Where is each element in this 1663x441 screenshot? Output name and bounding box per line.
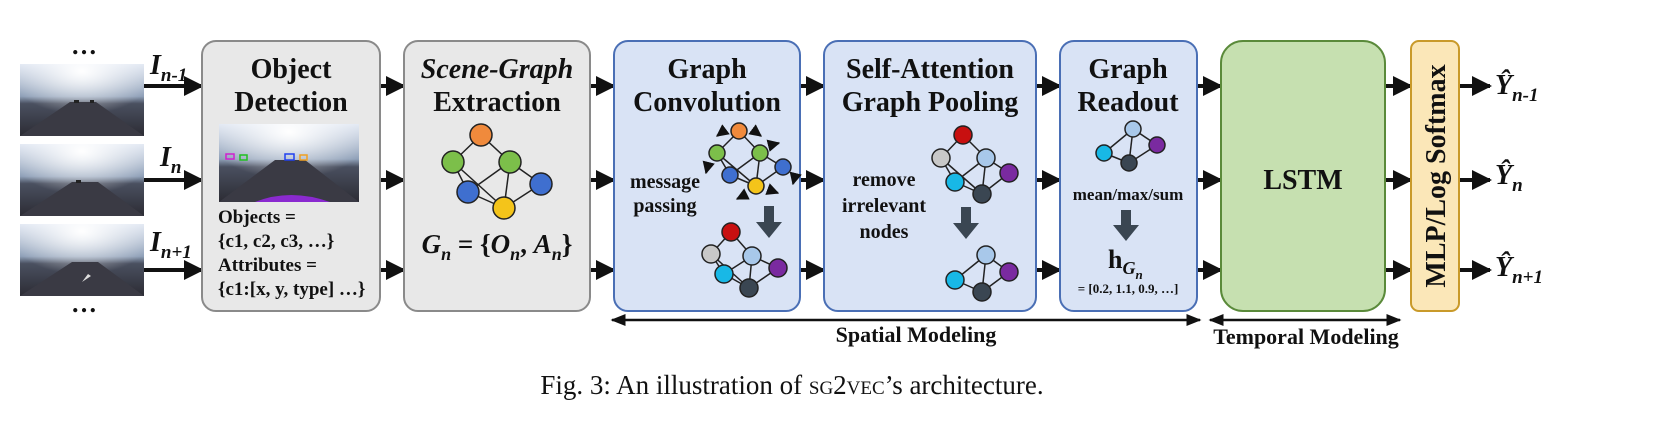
temporal-modeling-label: Temporal Modeling (1213, 324, 1399, 349)
frame-image-n (20, 144, 144, 216)
graph-readout-title-1: Graph (1088, 54, 1168, 85)
graph-readout-stage: Graph Readout mean/max/sum hGn = [0.2, 1… (1059, 40, 1198, 312)
down-arrow-icon (756, 206, 782, 238)
down-arrow-icon (1113, 210, 1139, 241)
sa-output-graph-icon (945, 245, 1019, 302)
input-label-n: In (159, 142, 181, 178)
objects-label-2: {c1, c2, c3, …} (218, 231, 334, 252)
readout-input-graph-icon (1095, 120, 1166, 172)
remove-nodes-label-1: remove (853, 169, 916, 191)
message-passing-graph-icon (708, 122, 792, 195)
attributes-label-2: {c1:[x, y, type] …} (218, 279, 365, 300)
objects-label-1: Objects = (218, 207, 296, 228)
graph-convolution-title-2: Convolution (633, 87, 781, 118)
temporal-modeling-bracket: Temporal Modeling (1208, 314, 1402, 349)
readout-ops-label: mean/max/sum (1073, 185, 1184, 204)
self-attention-box (823, 40, 1037, 312)
attributes-label-1: Attributes = (218, 255, 317, 276)
input-frames: … … In-1 In In+1 (20, 31, 192, 318)
scene-graph-icon (441, 123, 553, 220)
flow-arrows (144, 76, 1492, 280)
scene-graph-box (403, 40, 591, 312)
message-passing-label-1: message (630, 171, 700, 193)
lstm-stage: LSTM (1220, 40, 1386, 312)
scene-graph-formula: Gn = {On, An} (422, 229, 573, 264)
output-label-n-plus-1: Ŷn+1 (1495, 252, 1543, 288)
spatial-modeling-label: Spatial Modeling (836, 322, 997, 347)
spatial-modeling-bracket: Spatial Modeling (610, 314, 1202, 347)
message-arrows-icon (702, 124, 802, 201)
input-label-n-1: In-1 (149, 50, 187, 86)
sa-input-graph-icon (931, 125, 1019, 204)
graph-readout-title-2: Readout (1077, 87, 1179, 118)
gc-output-graph-icon (701, 222, 788, 298)
self-attention-title-2: Graph Pooling (842, 87, 1019, 118)
down-arrow-icon (953, 207, 979, 239)
output-label-n-1: Ŷn-1 (1495, 70, 1539, 106)
outputs: Ŷn-1 Ŷn Ŷn+1 (1495, 70, 1543, 288)
object-detection-stage: Object Detection Objects = {c1, c2, c3, … (201, 40, 381, 312)
remove-nodes-label-3: nodes (860, 221, 909, 243)
mlp-stage: MLP/Log Softmax (1410, 40, 1460, 312)
figure-caption: Fig. 3: An illustration of sg2vec’s arch… (540, 370, 1043, 400)
graph-convolution-title-1: Graph (667, 54, 747, 85)
output-label-n: Ŷn (1495, 160, 1523, 196)
frame-image-n-1 (20, 64, 144, 136)
lstm-box (1220, 40, 1386, 312)
input-label-n-plus-1: In+1 (149, 227, 192, 263)
frame-image-n-plus-1 (20, 224, 144, 296)
graph-readout-box (1059, 40, 1198, 312)
lstm-label: LSTM (1263, 165, 1342, 196)
object-detection-title-2: Detection (234, 87, 348, 118)
scene-graph-title-1: Scene-Graph (421, 54, 573, 85)
self-attention-title-1: Self-Attention (846, 54, 1014, 85)
scene-graph-stage: Scene-Graph Extraction Gn = {On, An} (403, 40, 591, 312)
message-passing-label-2: passing (633, 195, 696, 217)
detected-frame-image (219, 124, 359, 202)
remove-nodes-label-2: irrelevant (842, 195, 926, 217)
mlp-box (1410, 40, 1460, 312)
graph-convolution-stage: Graph Convolution message passing (613, 40, 802, 312)
scene-graph-title-2: Extraction (433, 87, 561, 118)
object-detection-title-1: Object (251, 54, 333, 85)
frames-ellipsis-top: … (71, 31, 97, 60)
mlp-label: MLP/Log Softmax (1421, 64, 1452, 287)
self-attention-stage: Self-Attention Graph Pooling remove irre… (823, 40, 1037, 312)
graph-embedding-label: hGn (1108, 245, 1143, 282)
graph-embedding-vector: = [0.2, 1.1, 0.9, …] (1078, 281, 1179, 296)
